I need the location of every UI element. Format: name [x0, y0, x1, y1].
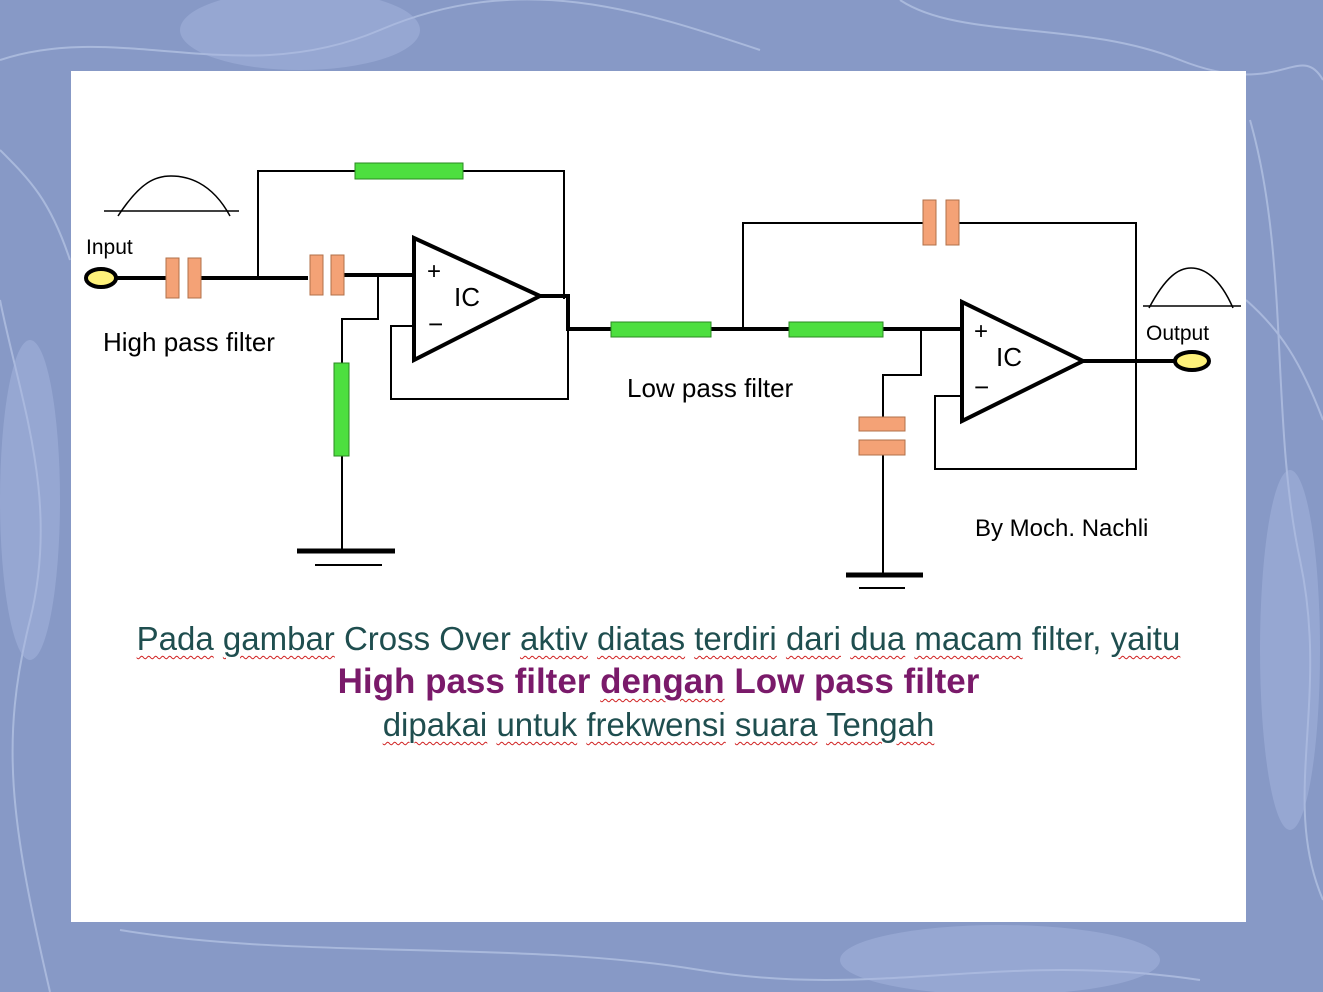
caption-word: suara: [734, 706, 818, 743]
lpf-feedback-wire: [742, 222, 1137, 470]
opamp-2-plus: +: [974, 318, 988, 345]
lpf-feedback-capacitor: [922, 199, 960, 246]
caption-word: frekwensi: [586, 706, 726, 743]
caption-word: aktiv: [519, 620, 588, 657]
hpf-shunt-resistor: [333, 362, 350, 457]
caption-line-3: dipakai untuk frekwensi suara Tengah: [71, 703, 1246, 746]
caption-word: Pada: [136, 620, 214, 657]
lpf-shunt-capacitor: [858, 416, 906, 456]
caption-word: Cross Over: [343, 620, 511, 657]
lpf-series-resistor-2: [788, 321, 884, 338]
hpf-capacitor-2: [309, 254, 345, 296]
output-label: Output: [1146, 322, 1209, 345]
crossover-circuit-diagram: Input Output High pass filter Low pass f…: [84, 162, 1241, 589]
caption-word: yaitu: [1110, 620, 1181, 657]
opamp-2: [960, 298, 1088, 425]
low-pass-filter-label: Low pass filter: [627, 373, 794, 403]
input-terminal: [84, 267, 118, 289]
lpf-shunt-wire: [882, 328, 922, 574]
ground-symbol-1: [297, 548, 395, 566]
caption-word: filter,: [1031, 620, 1102, 657]
caption-word: macam: [914, 620, 1023, 657]
hpf-shunt-wire: [341, 274, 379, 550]
opamp-1-label: IC: [454, 282, 480, 312]
caption-word: dua: [850, 620, 906, 657]
input-label: Input: [86, 236, 133, 259]
high-pass-filter-label: High pass filter: [103, 327, 275, 357]
opamp-1: [412, 234, 545, 364]
caption-word: Tengah: [826, 706, 935, 743]
caption-emphasis: High pass filter: [337, 662, 591, 701]
caption-word: untuk: [496, 706, 578, 743]
output-response-curve: [1143, 267, 1241, 309]
opamp-1-minus: −: [428, 309, 443, 339]
lpf-series-resistor-1: [610, 321, 712, 338]
opamp-2-label: IC: [996, 342, 1022, 372]
input-response-curve: [104, 175, 239, 217]
hpf-capacitor-1: [165, 257, 202, 299]
ground-symbol-2: [846, 572, 923, 589]
opamp-2-minus: −: [974, 372, 989, 402]
caption-line-1: Pada gambar Cross Over aktiv diatas terd…: [71, 617, 1246, 660]
slide-content: Input Output High pass filter Low pass f…: [71, 71, 1246, 922]
caption-line-2: High pass filter dengan Low pass filter: [71, 660, 1246, 703]
opamp-1-plus: +: [427, 258, 441, 285]
caption-word: dari: [785, 620, 841, 657]
hpf-feedback-wire: [257, 170, 565, 299]
author-label: By Moch. Nachli: [975, 515, 1148, 542]
caption-word: diatas: [597, 620, 686, 657]
opamp1-minus-loop: [390, 297, 569, 400]
caption-emphasis: dengan: [600, 662, 725, 701]
hpf-feedback-resistor: [354, 162, 464, 180]
caption-emphasis: Low pass filter: [734, 662, 980, 701]
caption-word: gambar: [222, 620, 335, 657]
output-terminal: [1173, 350, 1211, 372]
caption-word: dipakai: [382, 706, 488, 743]
opamp1-output-wire: [539, 294, 613, 331]
caption-word: terdiri: [694, 620, 777, 657]
caption: Pada gambar Cross Over aktiv diatas terd…: [71, 617, 1246, 746]
